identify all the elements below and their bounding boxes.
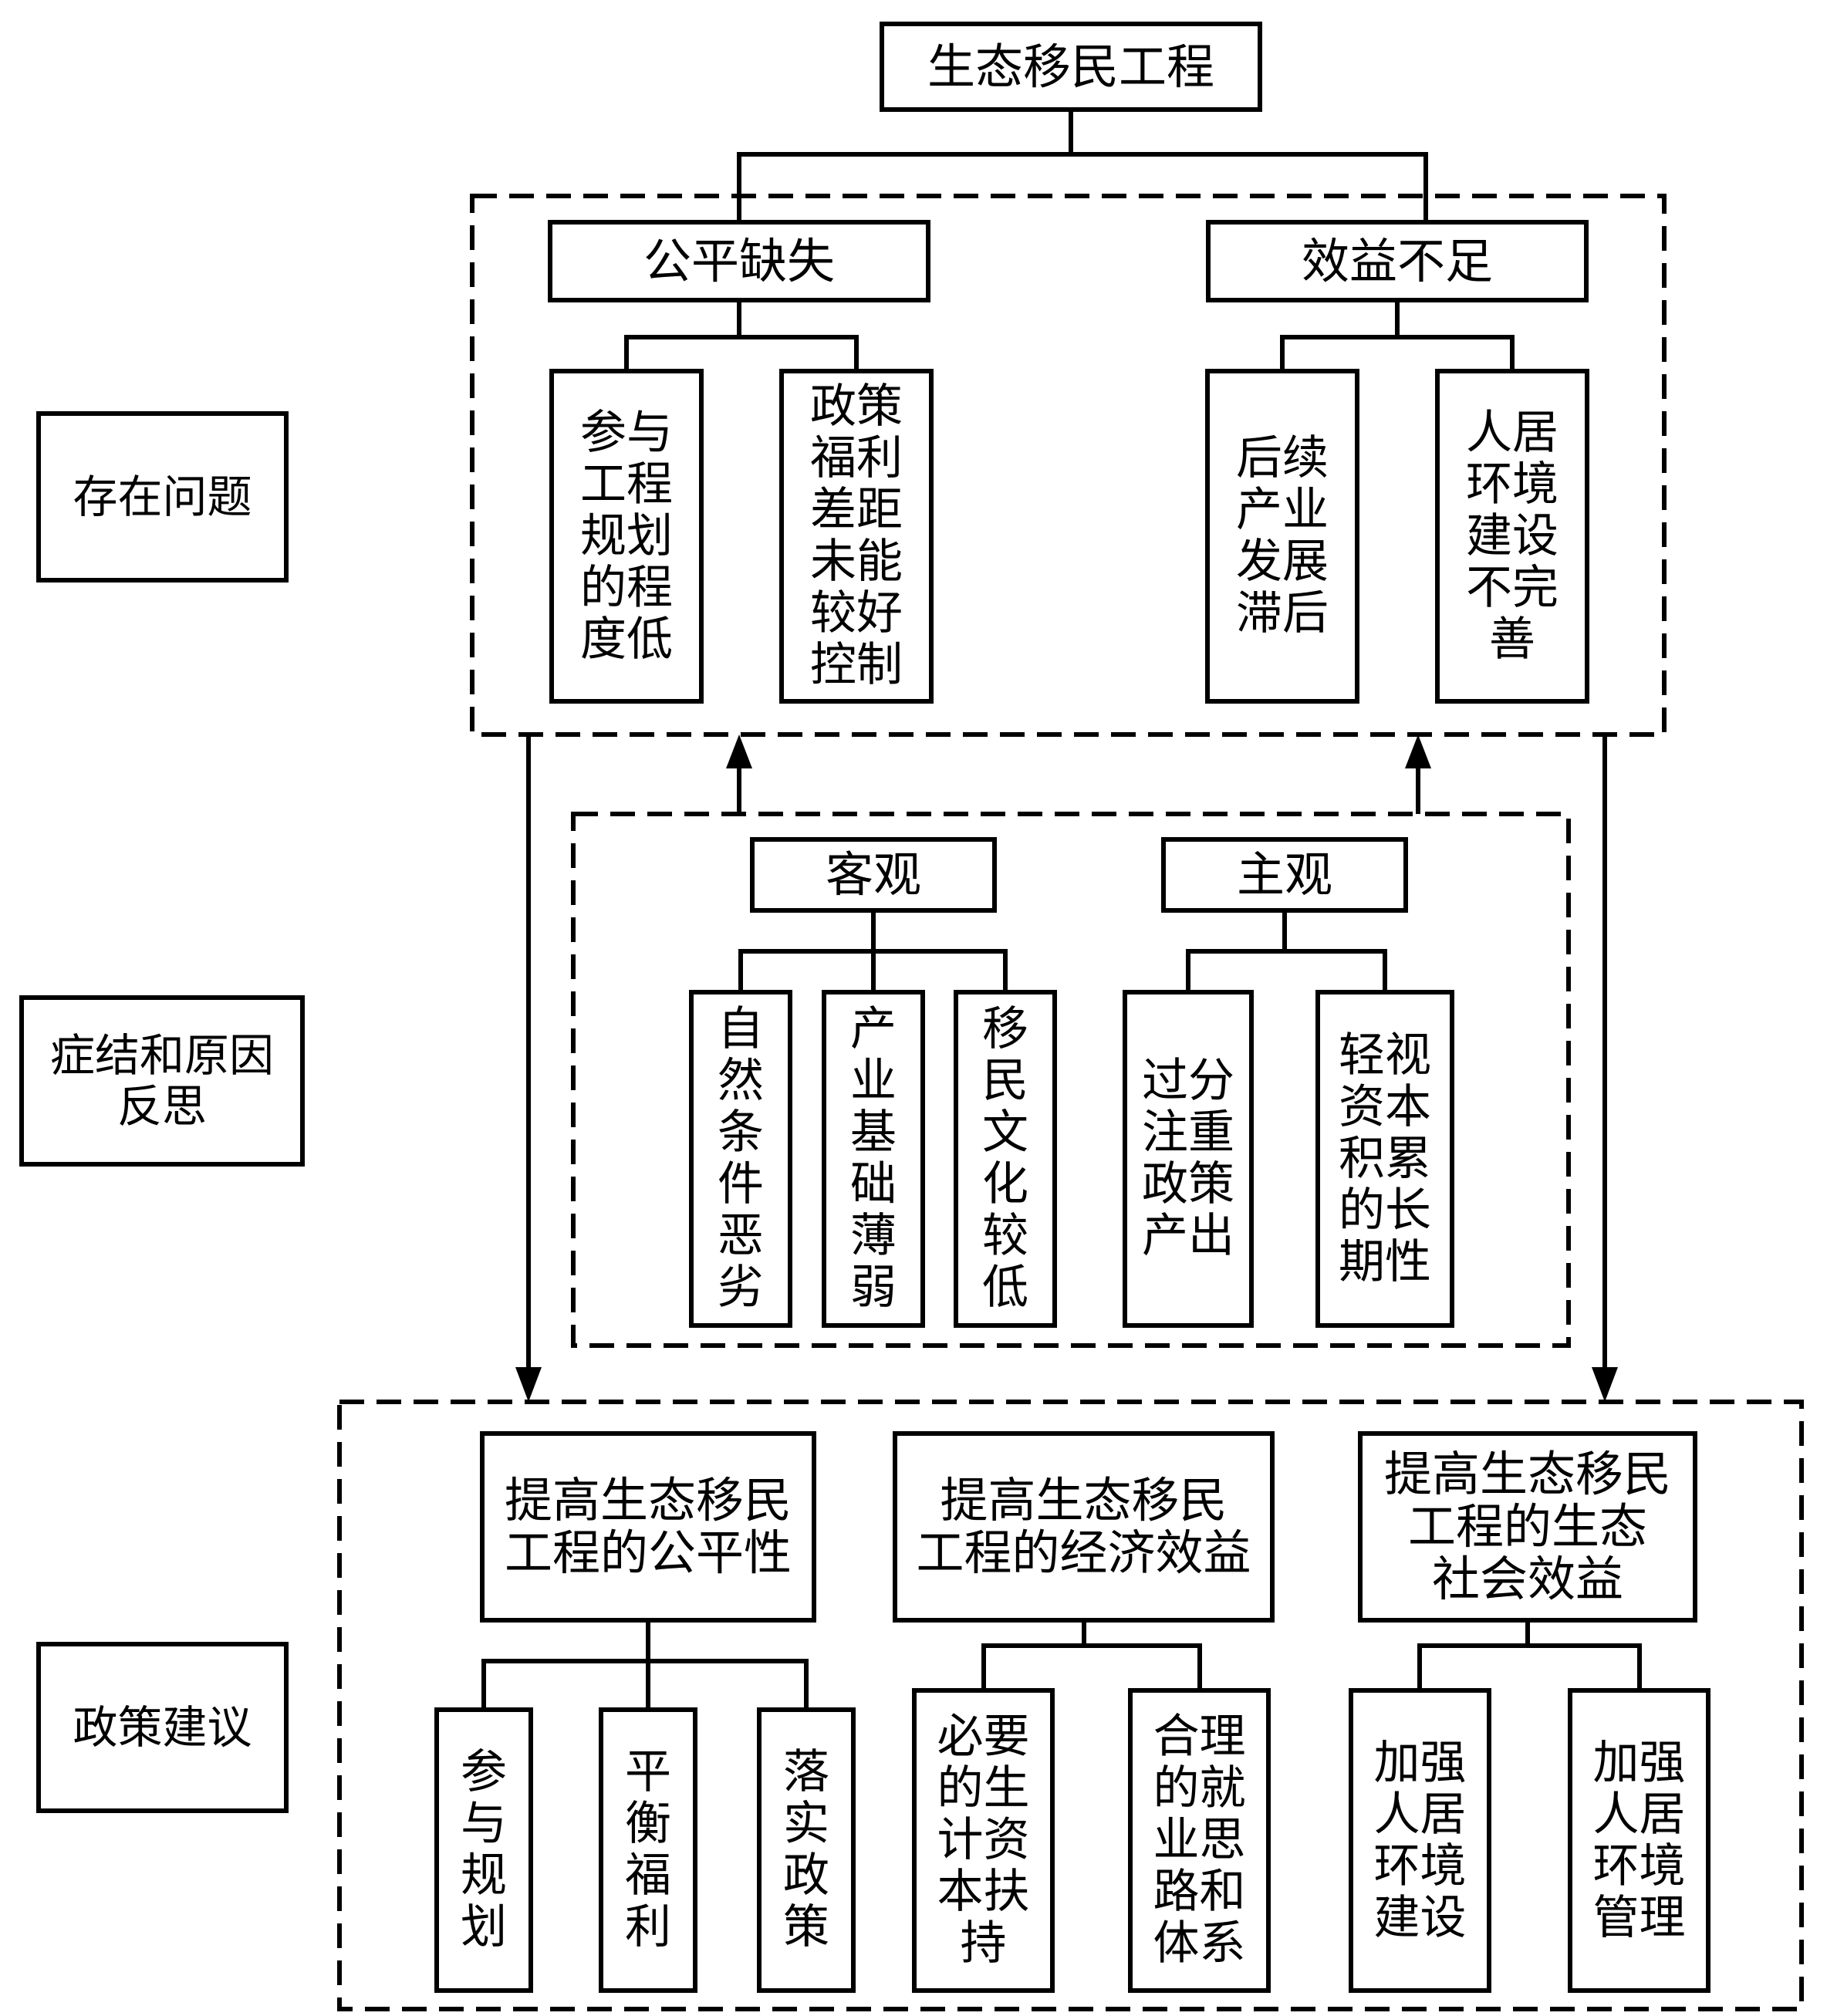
suggestion-social-item-2-text: 加强 人居 环境 管理 [1592, 1735, 1686, 1945]
suggestion-social-item-1: 加强 人居 环境 建设 [1349, 1688, 1491, 1993]
cause-objective-item-2-text: 产 业 基 础 薄 弱 [850, 1002, 897, 1315]
problem-benefit-label: 效益不足 [1301, 232, 1493, 289]
problem-fairness-label: 公平缺失 [643, 232, 835, 289]
suggestion-economic-item-1-text: 必要 的生 计资 本扶 持 [937, 1710, 1030, 1970]
problem-benefit-item-2: 人居 环境 建设 不完 善 [1435, 369, 1589, 704]
arrowhead-up-left [726, 734, 752, 768]
suggestion-fairness-item-1-text: 参 与 规 划 [461, 1745, 507, 1954]
problem-fairness-item-2-text: 政策 福利 差距 未能 较好 控制 [810, 380, 903, 692]
cause-subjective-item-2: 轻视 资本 积累 的长 期性 [1315, 990, 1454, 1328]
suggestion-economic-item-1: 必要 的生 计资 本扶 持 [912, 1688, 1055, 1993]
suggestion-fairness-node: 提高生态移民 工程的公平性 [480, 1431, 816, 1623]
cause-subjective-label: 主观 [1236, 846, 1332, 903]
suggestion-social-label: 提高生态移民 工程的生态 社会效益 [1383, 1446, 1671, 1607]
connector-sugg-social-children [1417, 1643, 1642, 1688]
cause-objective-item-1: 自 然 条 件 恶 劣 [689, 990, 792, 1328]
suggestion-economic-label: 提高生态移民 工程的经济效益 [916, 1472, 1251, 1581]
side-label-suggestions-text: 政策建议 [73, 1701, 252, 1754]
side-label-problems: 存在问题 [36, 411, 289, 583]
connector-root-branches [737, 152, 1428, 220]
cause-objective-item-3-text: 移 民 文 化 较 低 [982, 1002, 1028, 1315]
arrowhead-down-right [1592, 1367, 1618, 1402]
causes-frame [571, 812, 1571, 1348]
connector-fairness-children [624, 335, 859, 369]
connector-sugg-economic-children [981, 1643, 1202, 1688]
connector-benefit-children [1280, 335, 1515, 369]
problem-benefit-item-1: 后续 产业 发展 滞后 [1205, 369, 1359, 704]
problems-frame [470, 194, 1667, 737]
suggestion-fairness-label: 提高生态移民 工程的公平性 [504, 1472, 792, 1581]
cause-objective-node: 客观 [750, 837, 997, 913]
arrowheads [515, 734, 1618, 1402]
problem-fairness-item-1-text: 参与 工程 规划 的程 度低 [580, 405, 673, 667]
suggestion-social-item-2: 加强 人居 环境 管理 [1568, 1688, 1710, 1993]
tree-connectors [481, 112, 1642, 1707]
connector-sugg-fairness-children [481, 1659, 809, 1707]
cause-subjective-item-1-text: 过分 注重 政策 产出 [1142, 1054, 1234, 1263]
cause-subjective-node: 主观 [1161, 837, 1408, 913]
problem-fairness-node: 公平缺失 [548, 220, 930, 302]
suggestion-economic-node: 提高生态移民 工程的经济效益 [893, 1431, 1275, 1623]
arrowhead-down-left [515, 1367, 542, 1402]
cause-subjective-item-1: 过分 注重 政策 产出 [1123, 990, 1254, 1328]
side-label-causes-text: 症结和原因 反思 [49, 1029, 274, 1133]
root-label: 生态移民工程 [927, 38, 1214, 95]
cause-objective-label: 客观 [825, 846, 921, 903]
problem-benefit-node: 效益不足 [1206, 220, 1589, 302]
suggestion-fairness-item-2: 平 衡 福 利 [599, 1707, 697, 1993]
suggestion-fairness-item-3-text: 落 实 政 策 [783, 1745, 829, 1954]
suggestions-frame [337, 1400, 1804, 2011]
cause-objective-item-3: 移 民 文 化 较 低 [954, 990, 1057, 1328]
suggestion-social-item-1-text: 加强 人居 环境 建设 [1373, 1735, 1467, 1945]
cause-objective-item-2: 产 业 基 础 薄 弱 [822, 990, 925, 1328]
suggestion-economic-item-2: 合理 的就 业思 路和 体系 [1128, 1688, 1271, 1993]
suggestion-fairness-item-3: 落 实 政 策 [757, 1707, 856, 1993]
side-label-suggestions: 政策建议 [36, 1642, 289, 1813]
side-label-causes: 症结和原因 反思 [19, 995, 305, 1167]
problem-fairness-item-2: 政策 福利 差距 未能 较好 控制 [779, 369, 934, 704]
problem-benefit-item-1-text: 后续 产业 发展 滞后 [1236, 431, 1329, 640]
suggestion-fairness-item-1: 参 与 规 划 [434, 1707, 533, 1993]
arrowhead-up-right [1405, 734, 1431, 768]
suggestion-fairness-item-2-text: 平 衡 福 利 [625, 1745, 671, 1954]
suggestion-social-node: 提高生态移民 工程的生态 社会效益 [1358, 1431, 1697, 1623]
cause-objective-item-1-text: 自 然 条 件 恶 劣 [718, 1002, 764, 1315]
root-node: 生态移民工程 [880, 22, 1262, 112]
problem-fairness-item-1: 参与 工程 规划 的程 度低 [549, 369, 704, 704]
problem-benefit-item-2-text: 人居 环境 建设 不完 善 [1466, 405, 1559, 667]
connector-subjective-children [1186, 949, 1387, 990]
cause-subjective-item-2-text: 轻视 资本 积累 的长 期性 [1339, 1028, 1431, 1289]
group-frames [337, 194, 1804, 2011]
side-label-problems-text: 存在问题 [73, 471, 252, 523]
suggestion-economic-item-2-text: 合理 的就 业思 路和 体系 [1153, 1710, 1246, 1970]
